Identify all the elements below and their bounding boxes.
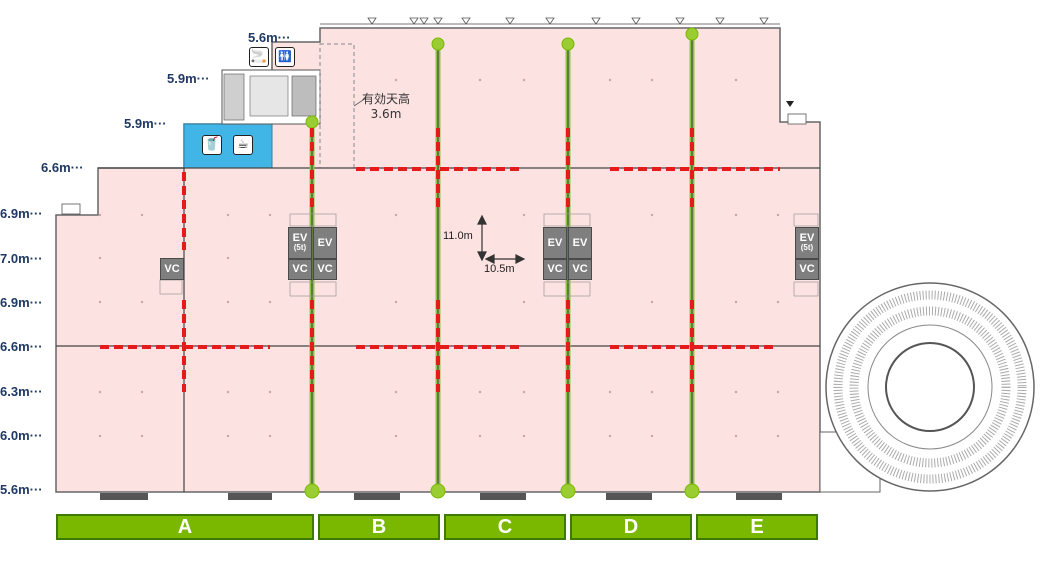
ev-label: EV (572, 237, 588, 249)
ev-5t-unit-b: EV(5t) (288, 227, 312, 259)
dimension-horizontal: 10.5m (484, 263, 515, 275)
vc-unit-e: VC (795, 259, 819, 280)
vc-unit-a: VC (160, 258, 184, 280)
dimension-arrows (477, 214, 526, 264)
vc-label: VC (164, 263, 180, 275)
vc-unit-b2: VC (313, 259, 337, 280)
coffee-icon: ☕ (233, 135, 253, 155)
height-label-3: 5.9m··· (124, 116, 167, 131)
stair-hatches (159, 213, 819, 297)
height-label-1: 5.6m··· (248, 30, 291, 45)
height-label-9: 6.3m··· (0, 384, 43, 399)
section-a[interactable]: A (56, 514, 314, 540)
ev-label: EV (547, 237, 563, 249)
ceiling-height-note: 有効天高 3.6m (362, 92, 410, 122)
ev-capacity-label: (5t) (293, 243, 307, 252)
height-label-11: 5.6m··· (0, 482, 43, 497)
height-label-4: 6.6m··· (41, 160, 84, 175)
ev-label: EV (317, 237, 333, 249)
vc-unit-c1: VC (543, 259, 567, 280)
vc-label: VC (317, 263, 333, 275)
vc-label: VC (292, 263, 308, 275)
smoking-icon: 🚬 (249, 47, 269, 67)
ev-label: EV (292, 232, 308, 244)
height-label-10: 6.0m··· (0, 428, 43, 443)
bottom-louvers (100, 493, 782, 500)
grid-dots (98, 78, 780, 438)
vc-unit-c2: VC (568, 259, 592, 280)
dimension-vertical: 11.0m (443, 230, 473, 242)
height-label-6: 7.0m··· (0, 251, 43, 266)
ev-label: EV (799, 232, 815, 244)
ev-capacity-label: (5t) (800, 243, 814, 252)
ceiling-note-line1: 有効天高 (362, 92, 411, 106)
vc-label: VC (799, 263, 815, 275)
ev-unit-c2: EV (568, 227, 592, 259)
section-c[interactable]: C (444, 514, 566, 540)
height-label-2: 5.9m··· (167, 71, 210, 86)
roof-markers (367, 17, 769, 25)
partition-lines (100, 128, 780, 392)
vc-unit-b1: VC (288, 259, 312, 280)
restroom-icon: 🚻 (275, 47, 295, 67)
vc-label: VC (572, 263, 588, 275)
vending-machine-icon: 🥤 (202, 135, 222, 155)
height-label-7: 6.9m··· (0, 295, 43, 310)
section-e[interactable]: E (696, 514, 818, 540)
ev-unit-b: EV (313, 227, 337, 259)
section-d[interactable]: D (570, 514, 692, 540)
lounge-area (183, 123, 273, 169)
ev-unit-c1: EV (543, 227, 567, 259)
vc-label: VC (547, 263, 563, 275)
ceiling-note-line2: 3.6m (370, 107, 402, 121)
ev-5t-unit-e: EV(5t) (795, 227, 819, 259)
spiral-ramp-inner (885, 342, 975, 432)
section-b[interactable]: B (318, 514, 440, 540)
height-label-8: 6.6m··· (0, 339, 43, 354)
height-label-5: 6.9m··· (0, 206, 43, 221)
